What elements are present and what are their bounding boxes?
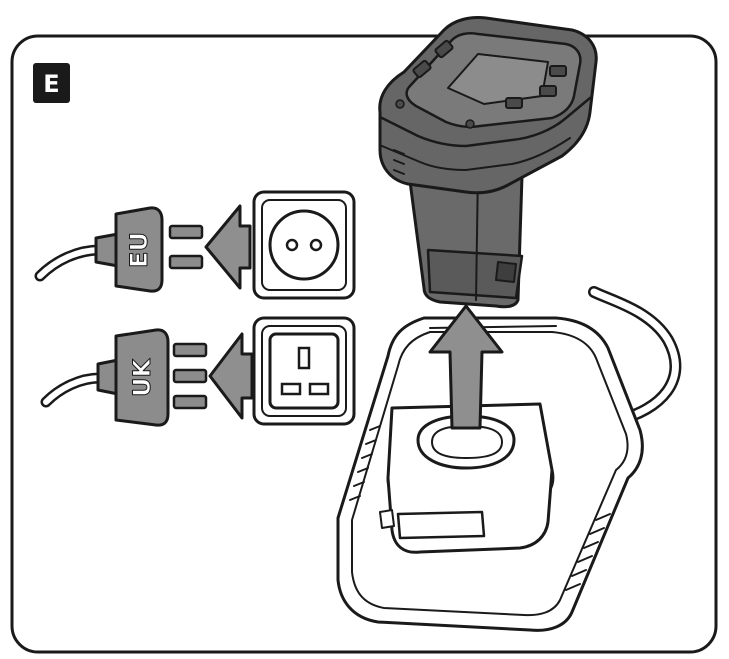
battery-latch-4 <box>539 85 557 97</box>
uk-plug-pin-top <box>172 342 208 358</box>
uk-socket <box>252 316 356 426</box>
insert-arrow <box>428 304 504 430</box>
battery-front-band <box>380 96 592 148</box>
uk-plug: UK <box>40 328 208 427</box>
insert-arrow-shape <box>428 304 504 430</box>
eu-plug-cable-inner <box>37 247 103 279</box>
uk-plug-label: UK <box>128 358 156 397</box>
charger-receptacle-inner <box>431 425 503 459</box>
battery-lower-band <box>381 137 571 171</box>
battery-screw-2 <box>465 119 475 129</box>
step-badge-box <box>33 63 70 103</box>
battery-contact-slot <box>495 261 517 283</box>
charger-base-rim <box>351 331 629 617</box>
uk-plug-body <box>114 328 170 427</box>
battery-latch-3 <box>549 65 567 77</box>
eu-plug-pin-top <box>168 224 204 240</box>
uk-socket-neutral-slot <box>308 382 330 396</box>
eu-socket-hole-right <box>309 238 323 252</box>
eu-plug-label: EU <box>125 232 153 268</box>
uk-plug-arrow <box>208 332 254 420</box>
battery-pack <box>378 16 598 309</box>
step-badge-label: E <box>43 70 59 98</box>
uk-socket-face <box>268 332 340 410</box>
charger-indicator-led <box>379 509 395 529</box>
battery-screw-1 <box>395 99 405 109</box>
uk-socket-live-slot <box>280 382 302 396</box>
battery-latch-1 <box>412 59 432 79</box>
charger-vent-lines <box>349 425 381 501</box>
uk-socket-earth-slot <box>297 346 311 370</box>
uk-plug-pin-bottom <box>172 394 208 410</box>
eu-plug-body <box>114 206 164 293</box>
charger <box>336 286 682 632</box>
battery-latch-2 <box>434 39 454 59</box>
step-badge: E <box>33 63 70 103</box>
eu-plug: EU <box>34 206 204 293</box>
battery-grip <box>393 149 405 175</box>
eu-plug-arrow <box>204 204 252 290</box>
charger-power-cord-inner <box>590 288 679 424</box>
battery-label-plate <box>447 53 549 105</box>
eu-socket <box>252 190 356 300</box>
eu-socket-face <box>268 209 340 281</box>
uk-plug-cable-inner <box>43 375 103 405</box>
charger-indicator-window <box>396 510 486 540</box>
battery-latch-5 <box>505 97 523 109</box>
charger-side-vents <box>565 513 611 591</box>
uk-plug-pin-middle <box>172 368 208 384</box>
eu-plug-pin-bottom <box>168 254 204 270</box>
eu-socket-hole-left <box>285 238 299 252</box>
